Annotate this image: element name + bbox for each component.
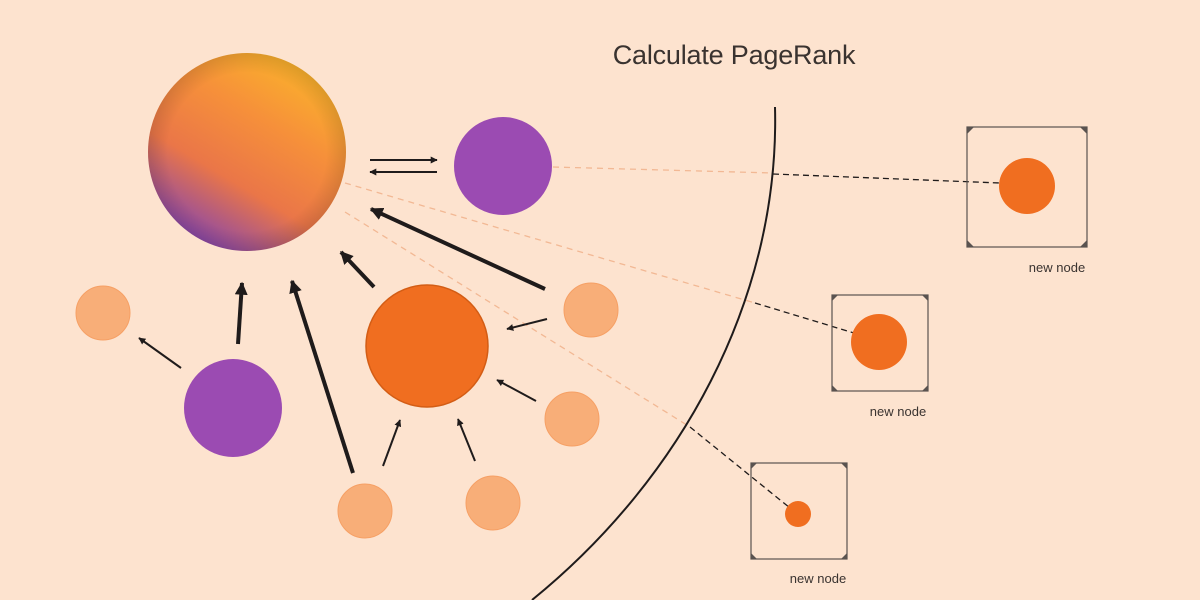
light-node-right-low (544, 391, 600, 447)
arrow-purplelow-to-main (234, 281, 248, 345)
new-node-1-circle (999, 158, 1055, 214)
new-node-caption-3: new node (790, 571, 846, 586)
arrow-bottommid-to-orange (457, 418, 476, 462)
new-node-box-1 (966, 126, 1088, 248)
arrow-bottomleft-to-orange (382, 419, 402, 467)
new-node-box-2 (831, 294, 929, 392)
faint-dashed-links (344, 166, 774, 428)
purple-node-top (454, 117, 552, 215)
orange-node-center (365, 284, 489, 408)
arrow-lightright-to-orange (506, 318, 548, 331)
arrow-lightrightlow-to-orange (496, 379, 537, 402)
new-node-caption-2: new node (870, 404, 926, 419)
new-node-3-circle (785, 501, 811, 527)
new-node-link-3 (689, 426, 791, 509)
arrow-orange-to-main (339, 250, 376, 289)
new-node-caption-1: new node (1029, 260, 1085, 275)
light-node-bottom-left (337, 483, 393, 539)
new-node-link-1 (772, 173, 1001, 184)
light-node-right (563, 282, 619, 338)
new-node-box-3 (750, 462, 848, 560)
arrow-purplelow-to-lightleft (138, 337, 182, 369)
light-node-left (75, 285, 131, 341)
boundary-arc (531, 106, 777, 600)
graph-nodes (75, 53, 619, 539)
arrow-bottomleft-to-main (289, 279, 355, 474)
purple-node-bottom (184, 359, 282, 457)
new-node-links (689, 173, 1001, 509)
light-node-bottom-mid (465, 475, 521, 531)
link-arrows (138, 156, 548, 474)
page-title: Calculate PageRank (613, 40, 856, 70)
new-node-link-2 (754, 302, 855, 334)
faint-link-3 (344, 211, 691, 428)
arrow-lightright-to-main (369, 207, 546, 291)
main-gradient-node-shade (148, 53, 346, 251)
faint-link-2 (344, 182, 756, 304)
new-node-2-circle (851, 314, 907, 370)
faint-link-1 (552, 166, 774, 174)
